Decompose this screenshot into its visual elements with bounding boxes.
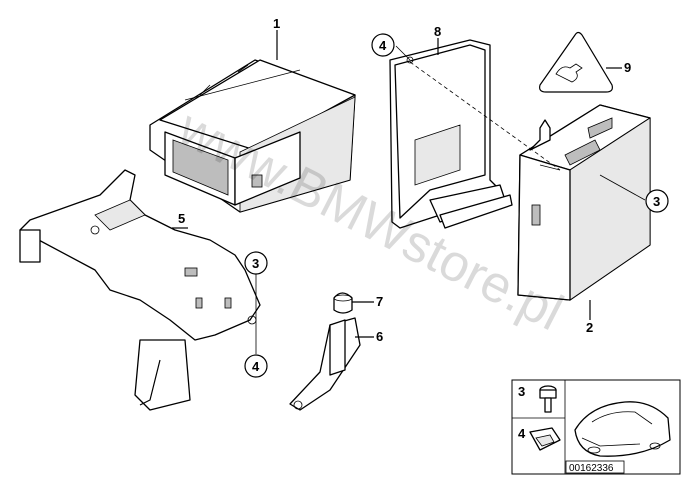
callout-8: 8: [434, 24, 441, 39]
clip-nut-icon: [529, 427, 561, 451]
legend-panel: 3 4: [511, 379, 681, 475]
part-7-nut: [333, 292, 374, 314]
svg-text:00162336: 00162336: [569, 463, 614, 474]
callout-2: 2: [586, 320, 593, 335]
callout-6: 6: [376, 329, 383, 344]
callout-4-circled-top: 4: [371, 33, 395, 57]
car-icon: [574, 401, 671, 457]
part-2-module: [517, 104, 651, 320]
callout-9: 9: [624, 60, 631, 75]
part-1-control-unit: [149, 30, 356, 213]
svg-text:3: 3: [653, 194, 660, 209]
callout-3-circled-right: 3: [645, 189, 669, 213]
callout-4-circled-left: 4: [244, 354, 268, 378]
callout-3-circled-left: 3: [244, 251, 268, 275]
part-5-mounting-bracket: [19, 169, 261, 411]
svg-text:4: 4: [252, 359, 260, 374]
svg-text:4: 4: [379, 38, 387, 53]
part-6-small-bracket: [289, 317, 374, 411]
svg-text:3: 3: [252, 256, 259, 271]
legend-item-4: 4: [518, 426, 526, 441]
callout-1: 1: [273, 16, 280, 31]
part-8-bracket: [389, 38, 513, 229]
callout-5: 5: [178, 211, 185, 226]
legend-item-3: 3: [518, 384, 525, 399]
part-9-warning-label: [539, 31, 622, 93]
callout-7: 7: [376, 294, 383, 309]
image-id: 00162336: [565, 460, 625, 474]
bolt-icon: [539, 385, 557, 413]
connection-lines: [255, 45, 646, 354]
